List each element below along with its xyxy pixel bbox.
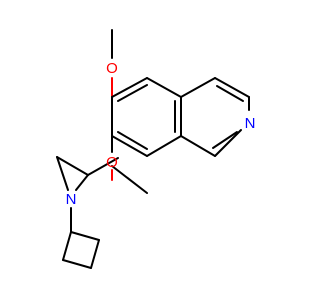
bond-o-ch2-aziridine: [87, 157, 119, 176]
structure-canvas: O O N N: [0, 0, 300, 300]
double-bond-c4-c3: [216, 85, 244, 102]
double-bond-c6-c5: [117, 84, 148, 102]
aziridine-nitrogen-label: N: [66, 191, 77, 208]
bond-ch2: [111, 165, 148, 194]
bond-c4a-c4: [180, 77, 216, 98]
bonds: [56, 29, 250, 269]
bond-c4-c3: [214, 77, 250, 98]
bond-n2-c1: [214, 129, 242, 157]
bond-ch-ch2-ring: [56, 156, 89, 176]
ether-oxygen-label: O: [106, 154, 118, 171]
isoquinoline-nitrogen-label: N: [245, 115, 256, 132]
methoxy-oxygen-label: O: [106, 60, 118, 77]
bond-ring-ch2-n: [56, 156, 69, 191]
bond-c5-c4a: [146, 77, 182, 98]
bond-cb-2: [90, 239, 100, 269]
double-bond-n2-c1: [212, 131, 238, 149]
molecule-structure: O O N N: [0, 0, 300, 300]
double-bond-c8-c7: [117, 131, 148, 150]
background: [0, 0, 300, 300]
bond-c6-c5: [111, 77, 148, 98]
bond-cb-1: [70, 231, 100, 241]
bond-cb-4: [62, 231, 72, 261]
bond-c8a-c8: [146, 135, 182, 157]
bond-c1-c8a: [180, 135, 216, 157]
bond-c8-c7: [111, 135, 148, 157]
bond-cb-3: [62, 259, 92, 269]
bond-ch-n: [75, 174, 89, 191]
